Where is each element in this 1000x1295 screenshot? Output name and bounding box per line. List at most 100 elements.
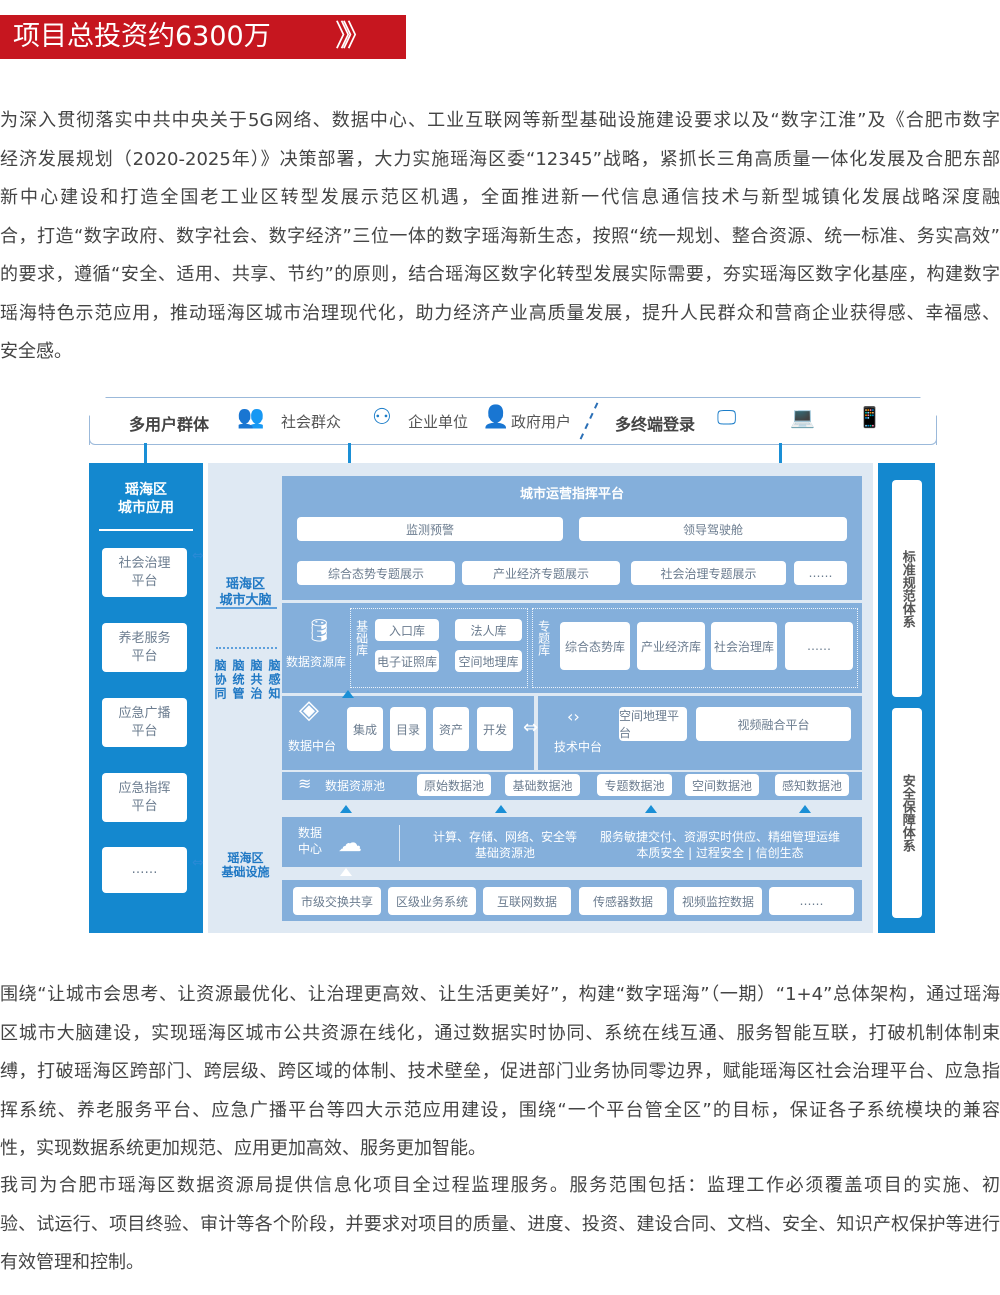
text-line: 有效管理和控制。 bbox=[0, 1252, 144, 1273]
text-line: 的要求，遵循“安全、适用、共享、节约”的原则，结合瑶海区数字化转型发展实际需要，… bbox=[0, 264, 1000, 285]
spatial-pool[interactable]: 空间数据池 bbox=[685, 774, 759, 796]
topic-overall[interactable]: 综合态势专题展示 bbox=[297, 561, 455, 585]
architecture-diagram: 多用户群体 👥 社会群众 ⚇ 企业单位 👤 政府用户 多终端登录 🖵 💻 📱 瑶… bbox=[85, 395, 945, 935]
integration[interactable]: 集成 bbox=[347, 707, 383, 751]
brain-management: 脑统管 bbox=[231, 659, 245, 701]
arrow-up-icon bbox=[799, 805, 811, 813]
source-internet[interactable]: 互联网数据 bbox=[483, 887, 571, 915]
infrastructure-title: 瑶海区 基础设施 bbox=[221, 851, 270, 880]
topic-db-more[interactable]: …… bbox=[785, 622, 853, 670]
data-center-services: 服务敏捷交付、资源实时供应、精细管理运维 本质安全 | 过程安全 | 信创生态 bbox=[599, 830, 840, 860]
brain-perception: 脑感知 bbox=[267, 659, 281, 701]
monitor-icon: 🖵 bbox=[717, 405, 737, 429]
text-line: 瑶海特色示范应用，推动瑶海区城市治理现代化，助力经济产业高质量发展，提升人民群众… bbox=[0, 302, 1000, 324]
arrow-up-icon bbox=[340, 805, 352, 813]
standards-system: 标准规范体系 bbox=[892, 480, 922, 697]
pool-title: 数据资源池 bbox=[325, 779, 386, 793]
arrow-up-icon bbox=[495, 805, 507, 813]
data-middle-title: 数据中台 bbox=[288, 739, 337, 753]
source-city-exchange[interactable]: 市级交换共享 bbox=[293, 887, 381, 915]
topic-economy[interactable]: 产业经济专题展示 bbox=[462, 561, 620, 585]
monitoring-alert[interactable]: 监测预警 bbox=[297, 517, 563, 541]
overall-db[interactable]: 综合态势库 bbox=[560, 622, 630, 670]
people-icon: 👥 bbox=[237, 405, 265, 430]
leader-cockpit[interactable]: 领导驾驶舱 bbox=[579, 517, 847, 541]
security-system: 安全保障体系 bbox=[892, 708, 922, 918]
development[interactable]: 开发 bbox=[477, 707, 513, 751]
text-line: 挥系统、养老服务平台、应急广播平台等四大示范应用建设，围绕“一个平台管全区”的目… bbox=[0, 1099, 1000, 1121]
text-line: 验、试运行、项目终验、审计等各个阶段，并要求对项目的质量、进度、投资、建设合同、… bbox=[0, 1213, 1000, 1235]
section-title: 项目总投资约6300万 bbox=[13, 21, 271, 52]
sensing-pool[interactable]: 感知数据池 bbox=[775, 774, 849, 796]
data-center-resources: 计算、存储、网络、安全等 基础资源池 bbox=[432, 830, 577, 860]
arrow-up-icon bbox=[342, 690, 354, 698]
source-district-systems[interactable]: 区级业务系统 bbox=[388, 887, 476, 915]
divider bbox=[99, 529, 193, 531]
resource-lib-title: 数据资源库 bbox=[286, 655, 347, 669]
source-more[interactable]: …… bbox=[769, 887, 854, 915]
intro-paragraph: 为深入贯彻落实中共中央关于5G网络、数据中心、工业互联网等新型基础设施建设要求以… bbox=[0, 102, 1000, 372]
raw-pool[interactable]: 原始数据池 bbox=[417, 774, 491, 796]
data-center-title: 数据 中心 bbox=[298, 826, 323, 856]
arrow bbox=[144, 443, 147, 463]
app-more[interactable]: …… bbox=[102, 847, 187, 893]
group-icon: ⚇ bbox=[372, 405, 392, 430]
population-db[interactable]: 入口库 bbox=[375, 619, 439, 641]
bidirectional-arrow-icon: ⇔ bbox=[192, 855, 204, 871]
bidirectional-arrow-icon: ⇔ bbox=[192, 548, 204, 564]
devices-icon: 📱 bbox=[857, 405, 882, 429]
app-emergency-command[interactable]: 应急指挥 平台 bbox=[102, 773, 187, 822]
brain-collaboration: 脑协同 bbox=[213, 659, 227, 701]
economy-db[interactable]: 产业经济库 bbox=[637, 622, 705, 670]
text-line: 经济发展规划（2020-2025年）》决策部署，大力实施瑶海区委“12345”战… bbox=[0, 148, 1000, 170]
base-lib-label: 基础库 bbox=[354, 620, 369, 656]
text-line: 为深入贯彻落实中共中央关于5G网络、数据中心、工业互联网等新型基础设施建设要求以… bbox=[0, 110, 1000, 131]
divider bbox=[216, 647, 277, 649]
source-sensors[interactable]: 传感器数据 bbox=[579, 887, 667, 915]
data-center bbox=[282, 817, 862, 867]
app-elderly-care[interactable]: 养老服务 平台 bbox=[102, 623, 187, 672]
topic-lib-group bbox=[532, 608, 858, 688]
command-title: 城市运营指挥平台 bbox=[519, 487, 624, 502]
user-band bbox=[89, 397, 937, 445]
arrow bbox=[348, 443, 351, 463]
text-line: 围绕“让城市会思考、让资源最优化、让治理更高效、让生活更美好”，构建“数字瑶海”… bbox=[0, 984, 1000, 1005]
video-fusion-platform[interactable]: 视频融合平台 bbox=[696, 707, 851, 741]
wave-icon: ≋ bbox=[298, 774, 312, 793]
governance-db[interactable]: 社会治理库 bbox=[711, 622, 777, 670]
text-line: 合，打造“数字政府、数字社会、数字经济”三位一体的数字瑶海新生态，按照“统一规划… bbox=[0, 225, 1000, 247]
tech-middle-title: 技术中台 bbox=[554, 740, 603, 754]
arrow bbox=[779, 443, 782, 463]
arrow-up-icon bbox=[645, 805, 657, 813]
text-line: 安全感。 bbox=[0, 341, 72, 362]
base-pool[interactable]: 基础数据池 bbox=[505, 774, 580, 796]
topic-more[interactable]: …… bbox=[794, 561, 847, 585]
spatial-geo-db[interactable]: 空间地理库 bbox=[455, 650, 522, 672]
service-paragraph: 我司为合肥市瑶海区数据资源局提供信息化项目全过程监理服务。服务范围包括：监理工作… bbox=[0, 1167, 1000, 1283]
legal-entity-db[interactable]: 法人库 bbox=[455, 619, 522, 641]
user-public: 社会群众 bbox=[281, 413, 342, 431]
assets[interactable]: 资产 bbox=[433, 707, 469, 751]
laptop-icon: 💻 bbox=[790, 405, 815, 429]
app-social-governance[interactable]: 社会治理 平台 bbox=[102, 548, 187, 597]
architecture-paragraph: 围绕“让城市会思考、让资源最优化、让治理更高效、让生活更美好”，构建“数字瑶海”… bbox=[0, 976, 1000, 1169]
base-lib-group bbox=[350, 608, 528, 688]
topic-governance[interactable]: 社会治理专题展示 bbox=[631, 561, 786, 585]
e-license-db[interactable]: 电子证照库 bbox=[375, 650, 439, 672]
text-line: 缚，打破瑶海区跨部门、跨层级、跨区域的体制、技术壁垒，促进部门业务协同零边界，赋… bbox=[0, 1061, 1000, 1082]
cloud-icon: ☁ bbox=[338, 829, 362, 857]
city-brain-title: 瑶海区 城市大脑 bbox=[219, 577, 272, 608]
code-icon: ‹› bbox=[567, 707, 580, 726]
chevron-right-icon: 》》 bbox=[335, 19, 372, 54]
topic-pool[interactable]: 专题数据池 bbox=[597, 774, 672, 796]
user-enterprise: 企业单位 bbox=[408, 413, 469, 431]
section-title-banner: 项目总投资约6300万 》》 bbox=[0, 15, 406, 59]
brain-capabilities: 脑感知 脑共治 脑统管 脑协同 bbox=[211, 655, 283, 705]
source-video[interactable]: 视频监控数据 bbox=[674, 887, 762, 915]
divider bbox=[399, 825, 400, 861]
catalog[interactable]: 目录 bbox=[390, 707, 426, 751]
terminals-label: 多终端登录 bbox=[615, 415, 696, 434]
spatial-geo-platform[interactable]: 空间地理平台 bbox=[619, 707, 687, 741]
text-line: 我司为合肥市瑶海区数据资源局提供信息化项目全过程监理服务。服务范围包括：监理工作… bbox=[0, 1175, 1000, 1196]
app-emergency-broadcast[interactable]: 应急广播 平台 bbox=[102, 698, 187, 747]
